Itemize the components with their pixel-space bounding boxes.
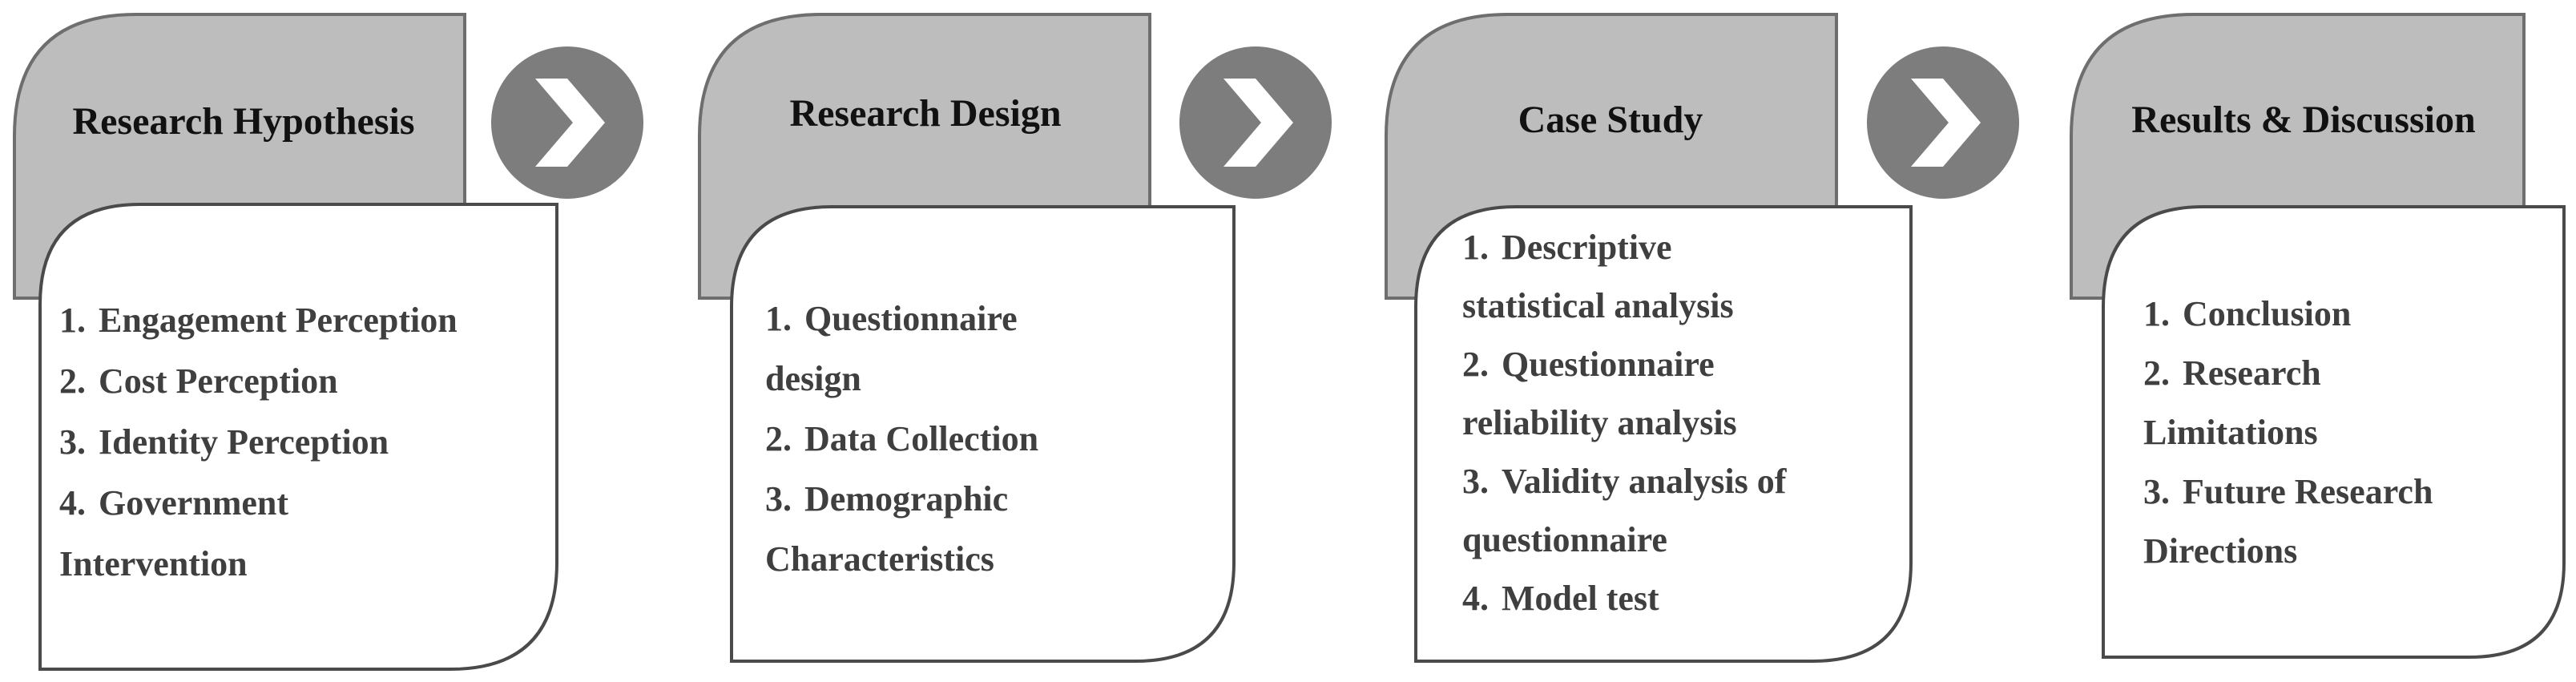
item-number: 2.	[1462, 345, 1489, 384]
item-number: 4.	[59, 483, 86, 523]
item-number: 1.	[2143, 294, 2170, 333]
step-2-title: Research Design	[789, 92, 1062, 135]
item-number: 2.	[2143, 353, 2170, 393]
step-3-card	[1414, 205, 1913, 663]
step-2-shapes	[698, 13, 1236, 663]
arrow-2	[1179, 46, 1332, 199]
arrow-3-circle	[1867, 46, 2019, 199]
item-number: 1.	[59, 301, 86, 340]
item-number: 3.	[59, 422, 86, 462]
list-item: 1. Conclusion	[2135, 285, 2536, 344]
item-text: Conclusion	[2183, 294, 2352, 333]
arrow-2-chevron-icon	[1223, 79, 1293, 167]
arrow-3-chevron-icon	[1911, 79, 1981, 167]
list-item: 1.Descriptive statistical analysis	[1462, 218, 1799, 335]
step-4-card	[2102, 205, 2566, 659]
step-3-item-list: 1.Descriptive statistical analysis 2.Que…	[1462, 218, 1887, 628]
list-item: 3.Future Research Directions	[2135, 462, 2528, 581]
step-2-item-list: 1.Questionnaire design 2. Data Collection…	[765, 289, 1102, 589]
list-item: 2.Questionnaire reliability analysis	[1462, 335, 1807, 452]
item-text: Cost Perception	[99, 361, 338, 401]
item-text: Engagement Perception	[99, 301, 458, 340]
list-item: 1. Engagement Perception	[59, 290, 572, 351]
step-4-shapes	[2070, 13, 2566, 659]
list-item: 4.Government Intervention	[59, 473, 380, 595]
item-number: 3.	[2143, 472, 2170, 511]
step-4-item-list: 1. Conclusion 2.Research Limitations 3.Fu…	[2135, 285, 2536, 581]
list-item: 3. Identity Perception	[59, 412, 572, 473]
arrow-1-circle	[491, 46, 643, 199]
item-number: 2.	[765, 419, 792, 458]
item-text: Future Research Directions	[2143, 472, 2433, 571]
item-text: Questionnaire design	[765, 299, 1018, 398]
item-number: 4.	[1462, 579, 1489, 618]
arrow-1	[491, 46, 643, 199]
arrow-2-circle	[1179, 46, 1332, 199]
item-text: Descriptive statistical analysis	[1462, 228, 1734, 325]
item-text: Data Collection	[804, 419, 1039, 458]
item-number: 3.	[1462, 462, 1489, 501]
list-item: 3.Demographic Characteristics	[765, 469, 1102, 589]
item-text: Model test	[1502, 579, 1659, 618]
step-4-title: Results & Discussion	[2131, 99, 2476, 141]
list-item: 2. Cost Perception	[59, 351, 572, 412]
step-1-item-list: 1. Engagement Perception 2. Cost Perceptio…	[59, 290, 572, 595]
item-number: 3.	[765, 479, 792, 519]
list-item: 4. Model test	[1462, 569, 1887, 628]
step-3-shapes	[1385, 13, 1913, 663]
step-2-card	[730, 205, 1236, 663]
list-item: 1.Questionnaire design	[765, 289, 1102, 409]
arrow-3	[1867, 46, 2019, 199]
item-number: 2.	[59, 361, 86, 401]
list-item: 2. Data Collection	[765, 409, 1102, 469]
arrow-1-chevron-icon	[535, 79, 605, 167]
list-item: 3.Validity analysis of questionnaire	[1462, 452, 1879, 569]
step-1-shapes	[13, 13, 558, 671]
item-number: 1.	[1462, 228, 1489, 267]
step-3-title: Case Study	[1518, 99, 1703, 141]
step-1-title: Research Hypothesis	[72, 100, 415, 143]
step-1-card	[38, 203, 558, 671]
item-text: Identity Perception	[99, 422, 389, 462]
item-number: 1.	[765, 299, 792, 338]
item-text: Demographic Characteristics	[765, 479, 1009, 579]
list-item: 2.Research Limitations	[2135, 344, 2432, 462]
item-text: Government Intervention	[59, 483, 289, 583]
item-text: Validity analysis of questionnaire	[1462, 462, 1787, 559]
item-text: Research Limitations	[2143, 353, 2321, 452]
item-text: Questionnaire reliability analysis	[1462, 345, 1737, 442]
